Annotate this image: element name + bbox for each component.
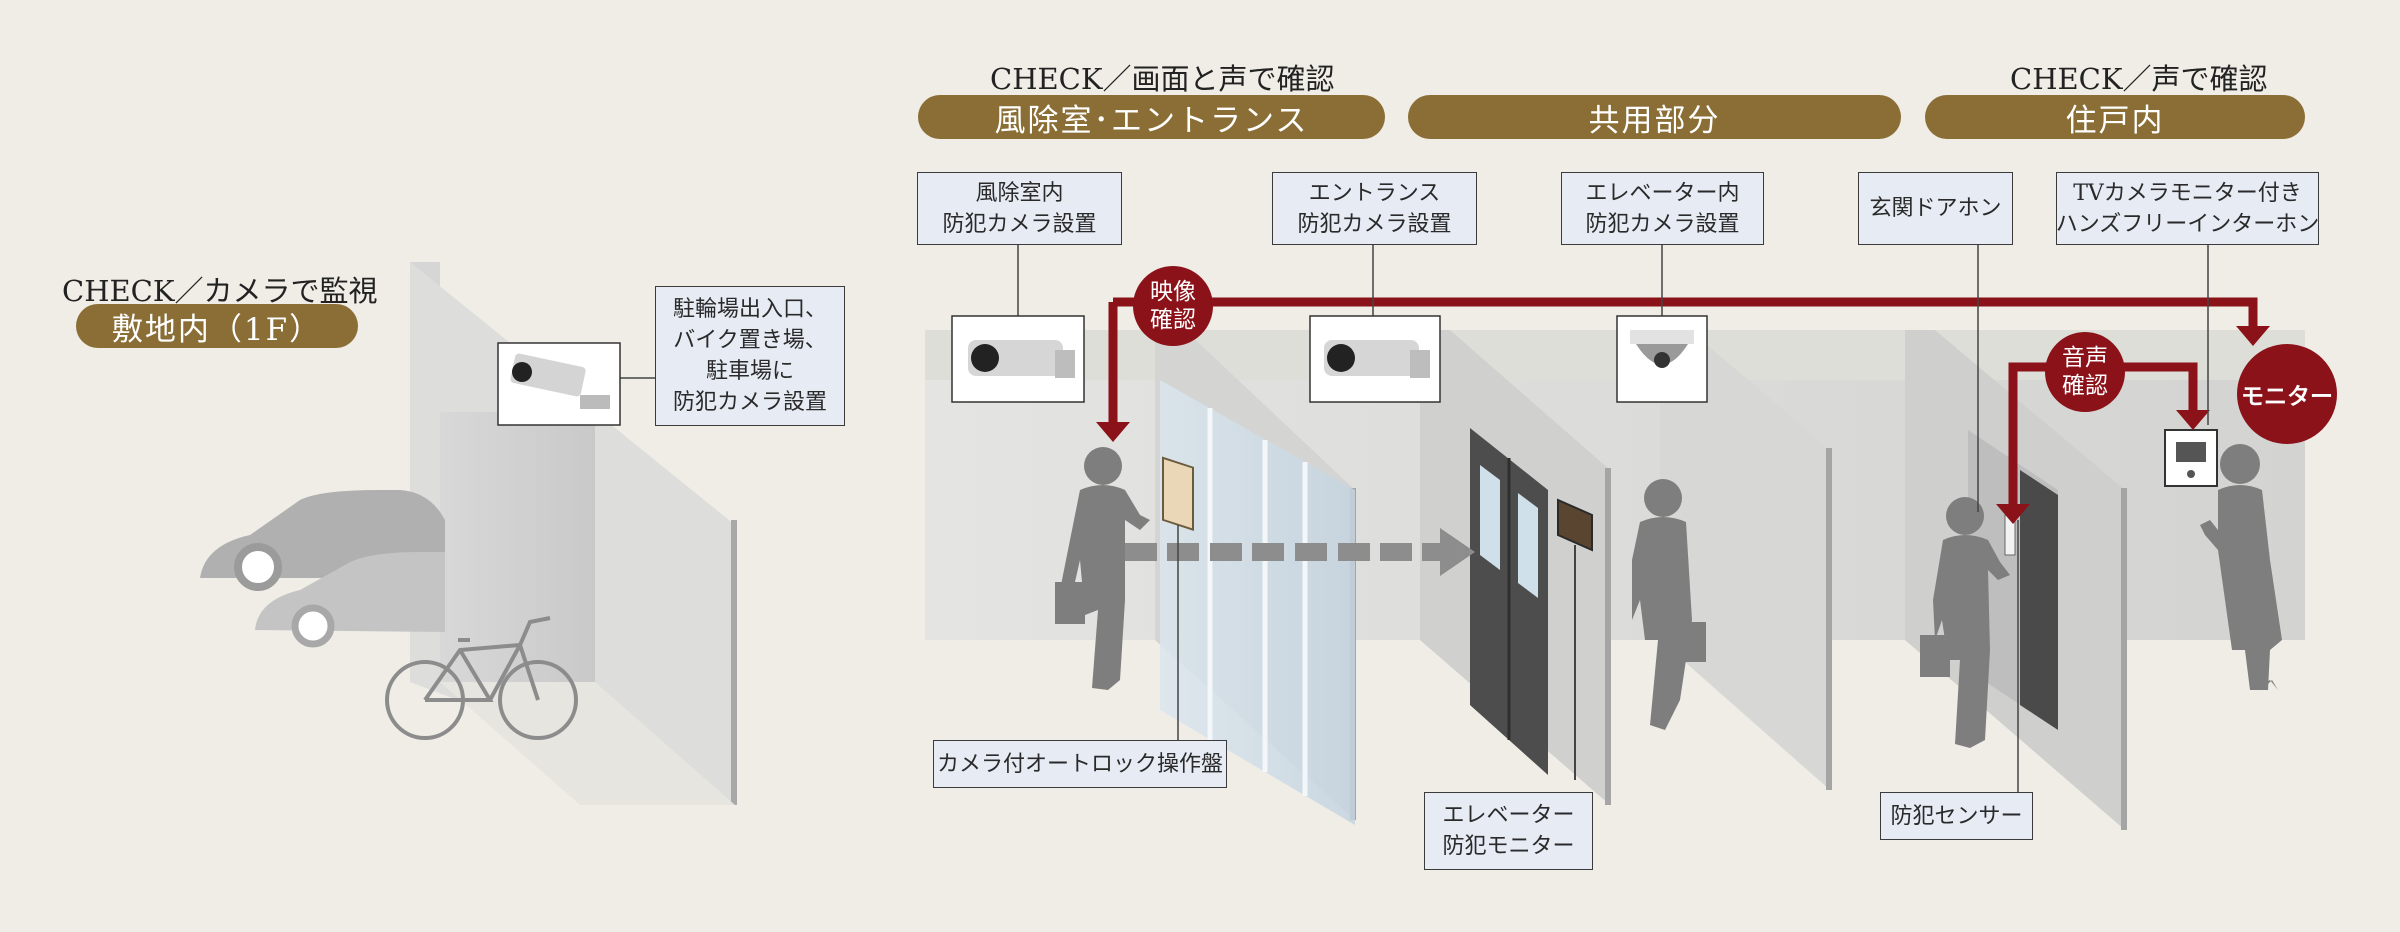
person-elevator-icon bbox=[1632, 479, 1706, 730]
elevator-camera-label-line-1: エレベーター内 bbox=[1585, 180, 1740, 206]
car-wheel-icon bbox=[234, 543, 282, 591]
elevator-camera-label: エレベーター内 防犯カメラ設置 bbox=[1561, 172, 1764, 245]
lobby-check-title: CHECK／画面と声で確認 bbox=[990, 62, 1335, 96]
windbreak-camera-label-line-1: 風除室内 bbox=[975, 180, 1064, 206]
common-section-pill: 共用部分 bbox=[1408, 95, 1901, 139]
voice-check-badge: 音声 確認 bbox=[2045, 332, 2125, 412]
voice-check-badge-line-2: 確認 bbox=[2062, 373, 2108, 399]
door-phone-label: 玄関ドアホン bbox=[1858, 172, 2013, 245]
windbreak-camera-label-line-2: 防犯カメラ設置 bbox=[942, 211, 1097, 237]
video-arrow-down-right bbox=[2236, 326, 2270, 346]
dome-camera-icon bbox=[1616, 315, 1708, 403]
leader-lines bbox=[620, 244, 2209, 792]
partition-edge-4 bbox=[2121, 488, 2127, 830]
partition-edge-2 bbox=[1605, 468, 1611, 805]
site-area bbox=[200, 262, 737, 805]
site-floor-shadow bbox=[440, 682, 735, 805]
person-door-icon bbox=[1920, 497, 2010, 748]
partition-3 bbox=[1660, 330, 1830, 790]
bullet-camera-icon bbox=[951, 315, 1085, 403]
elevator-monitor-label-line-2: 防犯モニター bbox=[1442, 834, 1575, 859]
elevator-monitor-label-line-1: エレベーター bbox=[1442, 803, 1575, 828]
elevator-camera-label-line-2: 防犯カメラ設置 bbox=[1585, 211, 1740, 237]
site-camera-label-line-4: 防犯カメラ設置 bbox=[672, 390, 827, 415]
bullet-camera-icon-2 bbox=[1309, 315, 1441, 403]
site-gate-pillar bbox=[440, 412, 595, 682]
entrance-door-inner bbox=[2020, 470, 2058, 730]
unit-section-pill: 住戸内 bbox=[1925, 95, 2305, 139]
entrance-camera-label: エントランス 防犯カメラ設置 bbox=[1272, 172, 1477, 245]
voice-arrow-down-left bbox=[1996, 504, 2030, 524]
windbreak-camera-label: 風除室内 防犯カメラ設置 bbox=[917, 172, 1122, 245]
partition-edge-3 bbox=[1826, 448, 1832, 790]
corridor-area bbox=[925, 330, 2305, 830]
video-check-badge: 映像 確認 bbox=[1133, 266, 1213, 346]
site-camera-label: 駐輪場出入口、 バイク置き場、 駐車場に 防犯カメラ設置 bbox=[655, 286, 845, 426]
entrance-camera-label-line-1: エントランス bbox=[1308, 180, 1441, 206]
security-sensor-label: 防犯センサー bbox=[1880, 792, 2033, 840]
video-check-badge-line-1: 映像 bbox=[1150, 279, 1196, 305]
lobby-section-pill: 風除室･エントランス bbox=[918, 95, 1385, 139]
person-visitor-icon bbox=[1055, 447, 1150, 690]
site-camera-label-line-1: 駐輪場出入口、 bbox=[672, 297, 827, 322]
movement-arrows bbox=[1125, 528, 1475, 576]
site-wall-edge bbox=[731, 520, 737, 805]
monitor-badge: モニター bbox=[2237, 344, 2337, 444]
autolock-panel-label: カメラ付オートロック操作盤 bbox=[933, 740, 1227, 788]
video-arrow-down-left bbox=[1096, 422, 1130, 442]
entrance-camera-label-line-2: 防犯カメラ設置 bbox=[1297, 211, 1452, 237]
elevator-window-right bbox=[1518, 493, 1538, 598]
site-camera-label-line-2: バイク置き場、 bbox=[673, 328, 827, 353]
tv-monitor-label-line-2: ハンズフリーインターホン bbox=[2055, 211, 2320, 237]
elevator-monitor-label: エレベーター 防犯モニター bbox=[1424, 792, 1593, 870]
video-check-badge-line-2: 確認 bbox=[1150, 307, 1196, 333]
elevator-window-left bbox=[1480, 465, 1500, 570]
unit-check-title: CHECK／声で確認 bbox=[2010, 62, 2268, 96]
elevator-monitor-icon bbox=[1557, 498, 1593, 552]
site-section-pill: 敷地内（1F） bbox=[76, 304, 358, 348]
autolock-panel-icon bbox=[1162, 456, 1194, 531]
bicycle-icon bbox=[385, 616, 578, 740]
site-camera-icon bbox=[497, 342, 621, 426]
tv-monitor-label-line-1: TVカメラモニター付き bbox=[2073, 180, 2302, 206]
tv-monitor-label: TVカメラモニター付き ハンズフリーインターホン bbox=[2056, 172, 2319, 245]
site-check-title: CHECK／カメラで監視 bbox=[62, 274, 378, 308]
voice-arrow-down-right bbox=[2176, 410, 2210, 430]
site-camera-label-line-3: 駐車場に bbox=[705, 359, 794, 384]
car-front-wheel-icon bbox=[291, 604, 335, 648]
person-resident-icon bbox=[2200, 444, 2282, 690]
video-check-line bbox=[1108, 297, 2258, 436]
voice-check-badge-line-1: 音声 bbox=[2062, 345, 2108, 371]
